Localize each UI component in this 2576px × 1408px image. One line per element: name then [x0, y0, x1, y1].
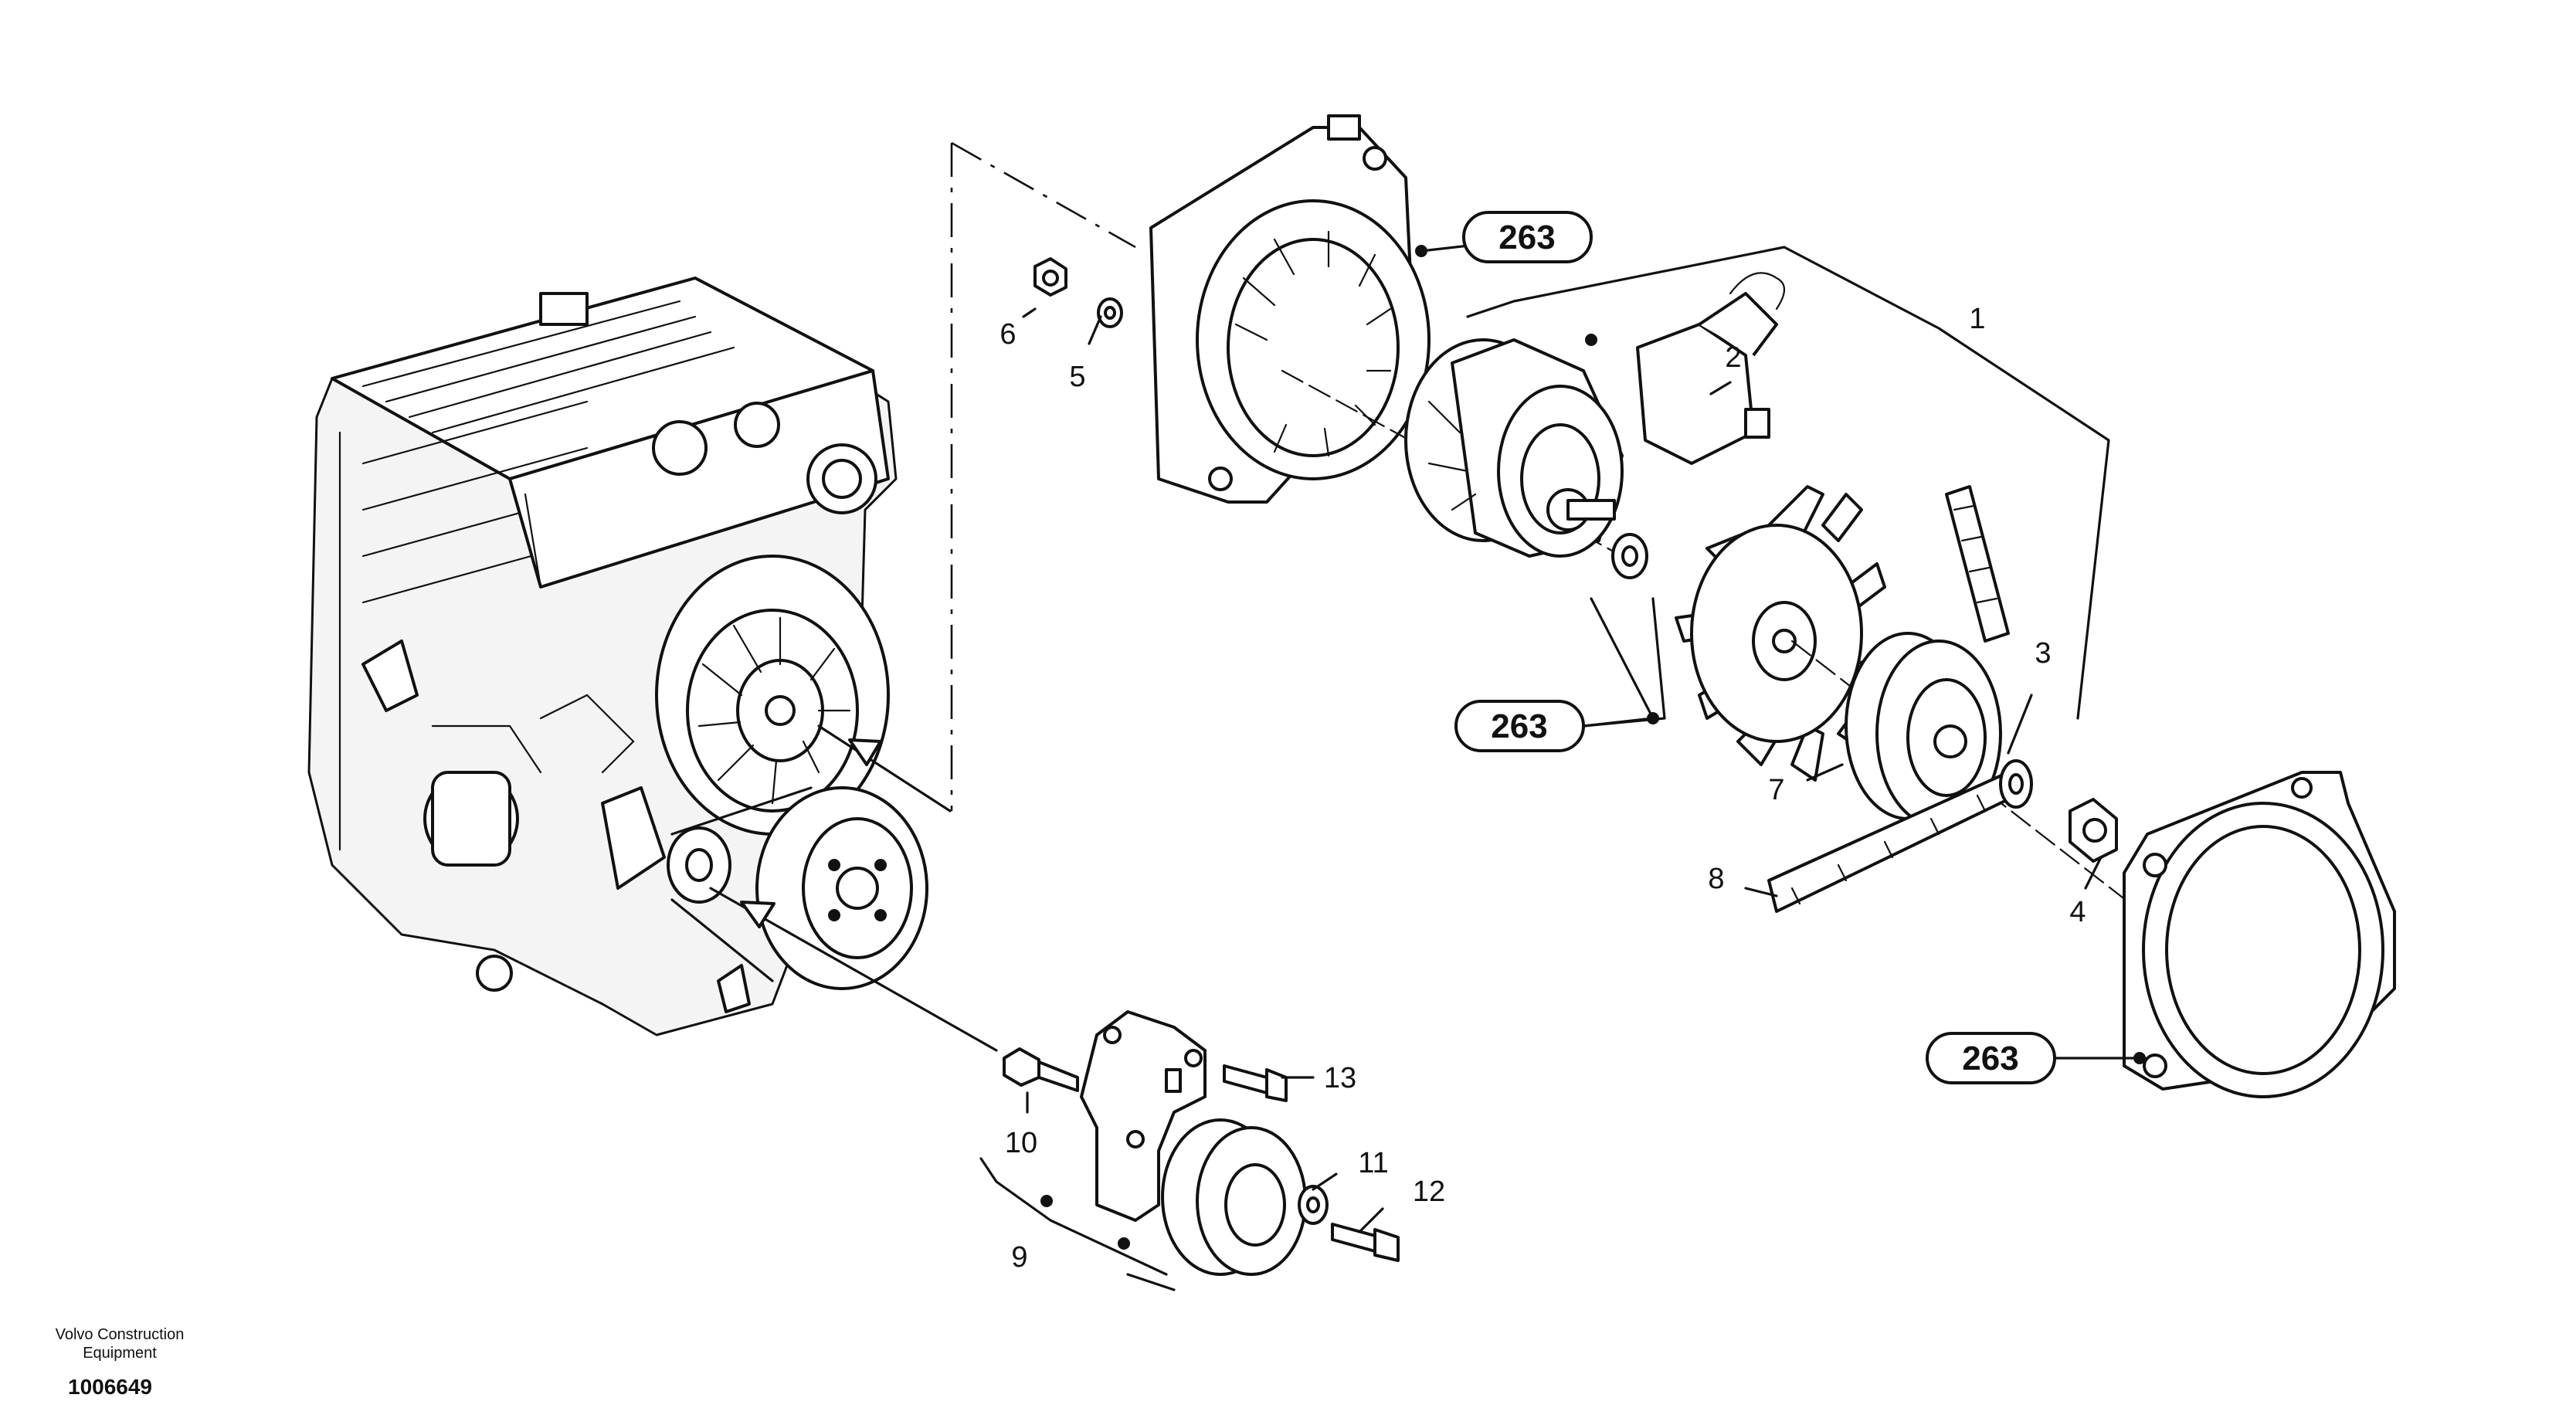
alternator: [1404, 338, 1624, 558]
reference-badge-guard: 263: [1926, 1032, 2056, 1084]
v-belt-pulley: [1845, 632, 2002, 828]
bolt-10: [1003, 1047, 1079, 1092]
callout-1: 1: [1969, 303, 1985, 335]
callout-4: 4: [2069, 896, 2086, 928]
arrow-line-upper: [817, 724, 952, 813]
reference-badge-label: 263: [1962, 1040, 2018, 1077]
callout-7: 7: [1768, 774, 1784, 806]
footer-company-line2: Equipment: [83, 1345, 157, 1362]
reference-badge-label: 263: [1498, 219, 1555, 256]
drawing-number: 1006649: [68, 1375, 152, 1399]
voltage-regulator: [1636, 272, 1786, 465]
group-bracket-9: [979, 1157, 1168, 1276]
callout-13: 13: [1324, 1062, 1356, 1094]
v-belt: [1767, 485, 2018, 913]
engine-assembly: [307, 277, 928, 1036]
reference-badge-shroud: 263: [1462, 211, 1593, 263]
assembly-boundary-line: [950, 141, 1136, 811]
bolt-12: [1331, 1223, 1400, 1262]
tensioner-pulley: [1161, 1118, 1307, 1276]
callout-12: 12: [1413, 1176, 1445, 1208]
reference-badge-label: 263: [1491, 707, 1547, 745]
callout-11: 11: [1358, 1147, 1388, 1179]
bolt-13: [1223, 1064, 1288, 1102]
reference-badge-fan: 263: [1454, 700, 1585, 752]
footer-company-line1: Volvo Construction: [56, 1326, 185, 1343]
tensioner-bracket: [1080, 1010, 1207, 1222]
group-bracket-1: [1466, 246, 2110, 720]
callout-6: 6: [1000, 318, 1016, 351]
callout-2: 2: [1725, 341, 1741, 374]
fan-shroud: [1149, 114, 1431, 504]
callout-5: 5: [1069, 361, 1085, 393]
callout-3: 3: [2035, 637, 2051, 670]
belt-guard: [2123, 771, 2396, 1098]
callout-10: 10: [1005, 1127, 1037, 1159]
callout-8: 8: [1708, 863, 1724, 895]
callout-9: 9: [1011, 1241, 1027, 1274]
